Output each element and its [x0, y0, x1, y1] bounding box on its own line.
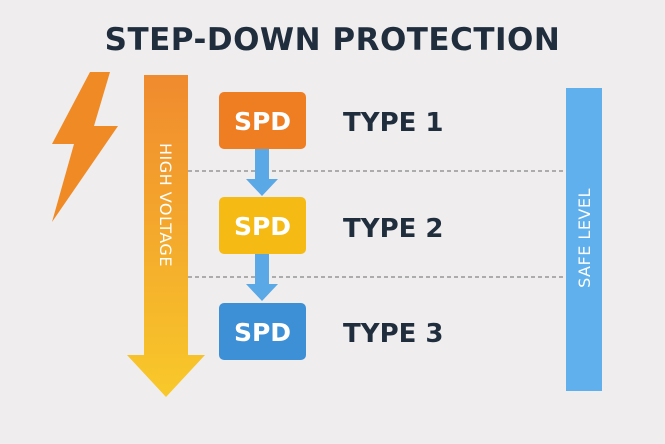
spd-label: SPD [234, 318, 291, 347]
stage-type-3: SPD TYPE 3 [219, 303, 444, 360]
down-arrow-icon [127, 75, 205, 397]
safe-level-label: SAFE LEVEL [575, 188, 594, 288]
lightning-bolt-icon [52, 72, 118, 222]
type-label: TYPE 1 [343, 108, 444, 138]
connector-arrow-1 [246, 149, 278, 196]
high-voltage-arrow: HIGH VOLTAGE [127, 75, 205, 397]
spd-box [219, 92, 306, 149]
page-title: STEP-DOWN PROTECTION [104, 22, 561, 58]
spd-box [219, 303, 306, 360]
stage-type-2: SPD TYPE 2 [219, 197, 444, 254]
high-voltage-label: HIGH VOLTAGE [156, 143, 175, 267]
safe-level-bar: SAFE LEVEL [566, 88, 602, 391]
spd-label: SPD [234, 107, 291, 136]
stage-type-1: SPD TYPE 1 [219, 92, 444, 149]
type-label: TYPE 3 [343, 319, 444, 349]
type-label: TYPE 2 [343, 214, 444, 244]
spd-box [219, 197, 306, 254]
connector-arrow-2 [246, 254, 278, 301]
spd-label: SPD [234, 212, 291, 241]
safe-level-rect [566, 88, 602, 391]
